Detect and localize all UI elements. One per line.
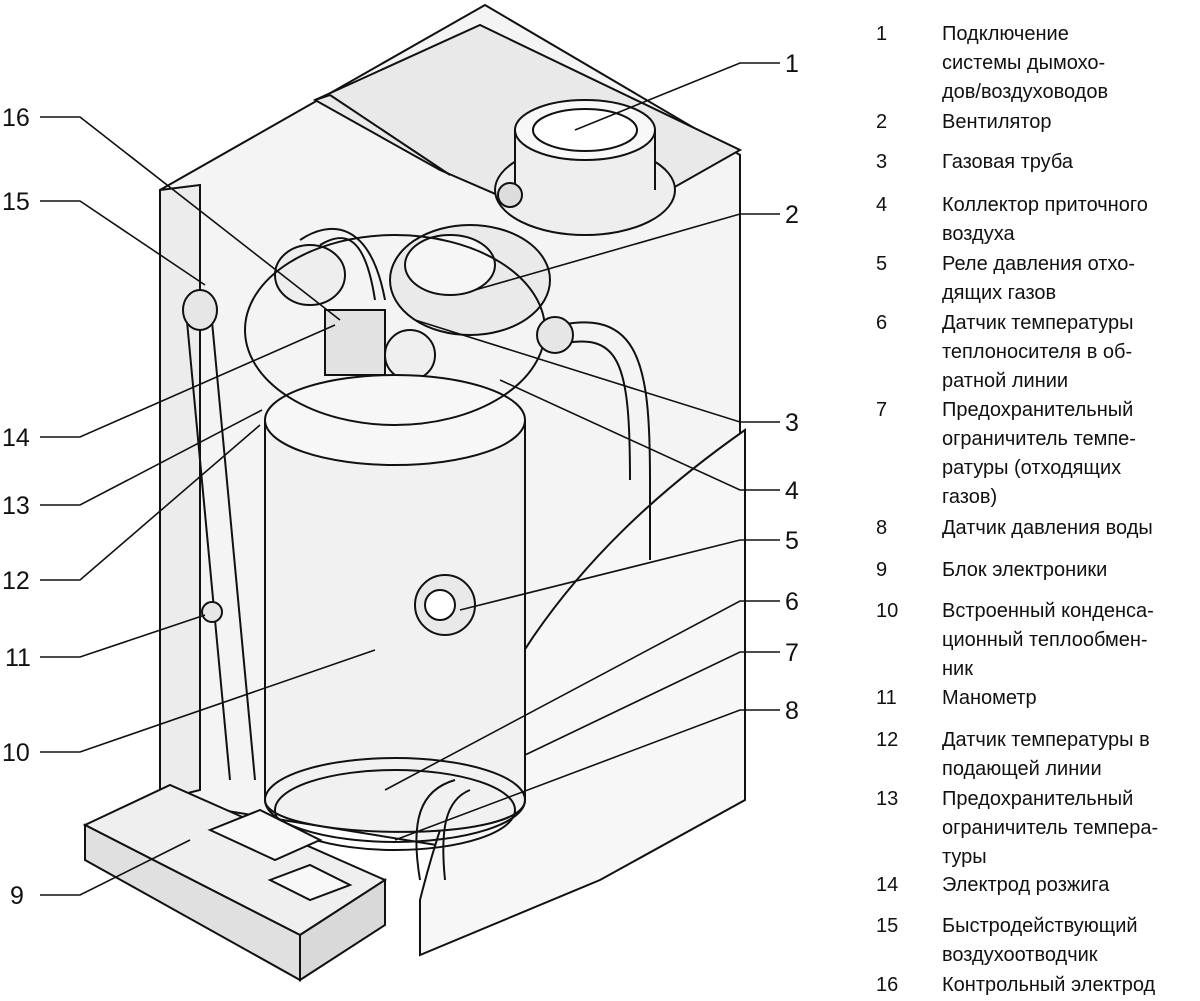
callout-11: 11 xyxy=(5,644,31,672)
legend-text: Манометр xyxy=(942,687,1037,709)
leader-15 xyxy=(40,200,206,286)
leader-7 xyxy=(524,651,780,756)
legend-text: Реле давления отхо- дящих газов xyxy=(942,253,1136,304)
legend-number: 9 xyxy=(876,559,888,581)
leader-8 xyxy=(394,709,780,841)
callout-4: 4 xyxy=(785,477,799,505)
legend-number: 10 xyxy=(876,600,899,622)
callout-16: 16 xyxy=(2,104,30,132)
leader-13 xyxy=(40,409,263,506)
callout-numbers: 1 2 3 4 5 6 7 8 9 10 11 12 13 14 15 16 xyxy=(2,50,799,910)
leader-1 xyxy=(574,62,780,131)
leader-14 xyxy=(40,324,336,438)
legend-text: Датчик давления воды xyxy=(942,517,1153,539)
leader-10 xyxy=(40,649,376,753)
legend-text: Встроенный конденса- ционный теплообмен-… xyxy=(942,600,1154,680)
leader-lines xyxy=(40,62,780,896)
legend-number: 14 xyxy=(876,874,899,896)
leader-3 xyxy=(414,319,780,423)
legend-text: Вентилятор xyxy=(942,111,1052,133)
electronics-box xyxy=(82,783,388,982)
legend-text: Подключение системы дымохо- дов/воздухов… xyxy=(942,23,1109,103)
leader-2 xyxy=(474,213,780,291)
callout-7: 7 xyxy=(785,639,799,667)
leader-16 xyxy=(40,116,341,321)
leader-6 xyxy=(384,600,780,791)
flue-connection xyxy=(494,99,676,236)
legend-number: 6 xyxy=(876,312,888,334)
callout-12: 12 xyxy=(2,567,30,595)
legend-number: 11 xyxy=(876,687,897,709)
pipes xyxy=(182,289,651,881)
leader-12 xyxy=(40,424,261,581)
legend-number: 2 xyxy=(876,111,888,133)
legend-number: 13 xyxy=(876,788,899,810)
leader-4 xyxy=(499,379,780,491)
boiler-diagram: 1 2 3 4 5 6 7 8 9 10 11 12 13 14 15 16 xyxy=(2,3,799,982)
legend-text: Предохранительный ограничитель темпера- … xyxy=(942,788,1159,868)
legend-number: 12 xyxy=(876,729,899,751)
legend-number: 16 xyxy=(876,974,899,996)
legend-text: Коллектор приточного воздуха xyxy=(942,194,1148,245)
leader-9 xyxy=(40,839,191,896)
callout-2: 2 xyxy=(785,201,799,229)
legend-text: Быстродействующий воздухоотводчик xyxy=(942,915,1138,966)
callout-3: 3 xyxy=(785,409,799,437)
fan xyxy=(274,224,551,336)
callout-5: 5 xyxy=(785,527,799,555)
heat-exchanger xyxy=(244,234,546,851)
legend-number: 15 xyxy=(876,915,899,937)
legend-text: Датчик температуры в подающей линии xyxy=(942,729,1150,780)
callout-10: 10 xyxy=(2,739,30,767)
callout-14: 14 xyxy=(2,424,30,452)
legend-number: 8 xyxy=(876,517,888,539)
legend-text: Газовая труба xyxy=(942,151,1073,173)
leader-5 xyxy=(459,539,780,611)
legend-number: 4 xyxy=(876,194,888,216)
callout-15: 15 xyxy=(2,188,30,216)
legend-text: Контрольный электрод xyxy=(942,974,1156,996)
callout-9: 9 xyxy=(10,882,24,910)
legend-number: 5 xyxy=(876,253,888,275)
legend-text: Датчик температуры теплоносителя в об- р… xyxy=(942,312,1134,392)
legend-number: 3 xyxy=(876,151,888,173)
legend-number: 1 xyxy=(876,23,888,45)
callout-6: 6 xyxy=(785,588,799,616)
legend-text: Электрод розжига xyxy=(942,874,1110,896)
callout-1: 1 xyxy=(785,50,799,78)
callout-13: 13 xyxy=(2,492,30,520)
leader-11 xyxy=(40,614,206,658)
legend-number: 7 xyxy=(876,399,888,421)
callout-8: 8 xyxy=(785,697,799,725)
legend-text: Блок электроники xyxy=(942,559,1108,581)
legend-text: Предохранительный ограничитель темпе- ра… xyxy=(942,399,1136,508)
